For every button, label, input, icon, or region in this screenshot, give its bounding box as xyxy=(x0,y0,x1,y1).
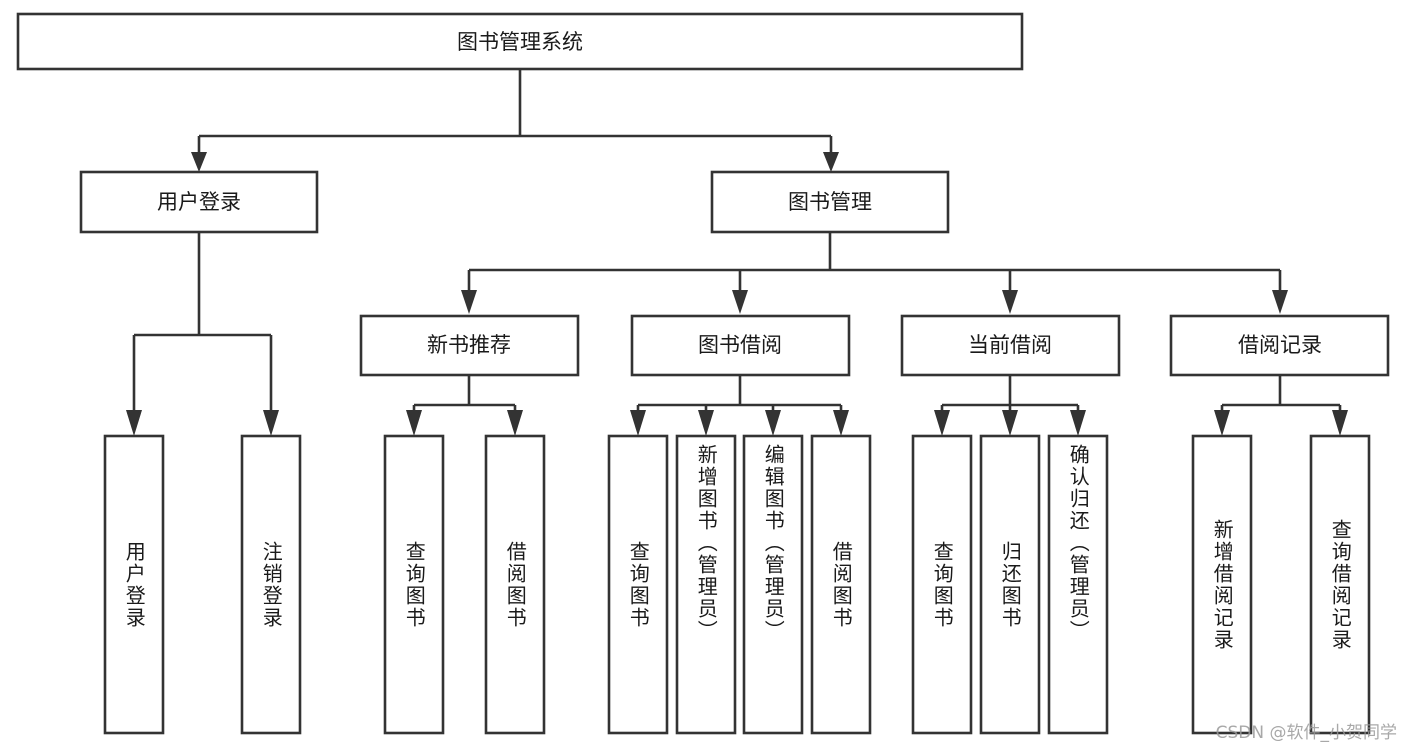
leaf-query-book-3-box[interactable] xyxy=(911,434,973,735)
borrow-record-box[interactable] xyxy=(1169,314,1390,377)
connector-book-borrow-to-leaves xyxy=(630,375,849,436)
arrow-head-new-book-recommend xyxy=(461,290,477,314)
connector-new-book-recommend-to-leaves xyxy=(406,375,523,436)
csdn-watermark: CSDN @软件_小贺同学 xyxy=(1215,723,1397,743)
leaf-borrow-book-1-box[interactable] xyxy=(484,434,546,735)
connector-root-to-level2 xyxy=(191,69,839,172)
borrow-record-label: 借阅记录 xyxy=(1238,333,1322,357)
node-book-manage[interactable]: 图书管理 xyxy=(710,170,950,234)
arrow-head-leaf-borrow-book-1 xyxy=(507,410,523,436)
book-borrow-box[interactable] xyxy=(630,314,851,377)
new-book-recommend-label: 新书推荐 xyxy=(427,333,511,357)
leaf-query-book-2-box[interactable] xyxy=(607,434,669,735)
arrow-head-book-borrow xyxy=(732,290,748,314)
connector-user-login-to-leaves xyxy=(126,232,279,436)
root-label: 图书管理系统 xyxy=(457,30,583,54)
leaf-return-book-box[interactable] xyxy=(979,434,1041,735)
arrow-head-leaf-query-book-2 xyxy=(630,410,646,436)
arrow-head-borrow-record xyxy=(1272,290,1288,314)
node-user-login[interactable]: 用户登录 xyxy=(79,170,319,234)
user-login-label: 用户登录 xyxy=(157,190,241,214)
arrow-head-current-borrow xyxy=(1002,290,1018,314)
book-manage-label: 图书管理 xyxy=(788,190,872,214)
root-box[interactable] xyxy=(16,12,1024,71)
arrow-head-leaf-query-book-3 xyxy=(934,410,950,436)
arrow-head-leaf-add-record xyxy=(1214,410,1230,436)
connector-borrow-record-to-leaves xyxy=(1214,375,1348,436)
node-root[interactable]: 图书管理系统 xyxy=(16,12,1024,71)
leaf-user-login-box[interactable] xyxy=(103,434,165,735)
book-borrow-label: 图书借阅 xyxy=(698,333,782,357)
node-book-borrow[interactable]: 图书借阅 xyxy=(630,314,851,377)
book-manage-box[interactable] xyxy=(710,170,950,234)
arrow-head-leaf-user-logout xyxy=(263,410,279,436)
arrow-head-leaf-return-book xyxy=(1002,410,1018,436)
current-borrow-label: 当前借阅 xyxy=(968,333,1052,357)
arrow-head-leaf-query-book-1 xyxy=(406,410,422,436)
leaf-add-book-box[interactable] xyxy=(675,434,737,735)
node-borrow-record[interactable]: 借阅记录 xyxy=(1169,314,1390,377)
leaf-add-record-box[interactable] xyxy=(1191,434,1253,735)
arrow-head-leaf-user-login xyxy=(126,410,142,436)
connector-book-manage-to-level3 xyxy=(461,232,1288,314)
arrow-head-user-login xyxy=(191,152,207,172)
arrow-head-book-manage xyxy=(823,152,839,172)
node-new-book-recommend[interactable]: 新书推荐 xyxy=(359,314,580,377)
leaf-query-record-box[interactable] xyxy=(1309,434,1371,735)
arrow-head-leaf-confirm-return xyxy=(1070,410,1086,436)
node-current-borrow[interactable]: 当前借阅 xyxy=(900,314,1121,377)
arrow-head-leaf-query-record xyxy=(1332,410,1348,436)
leaf-user-logout-box[interactable] xyxy=(240,434,302,735)
current-borrow-box[interactable] xyxy=(900,314,1121,377)
arrow-head-leaf-add-book xyxy=(698,410,714,436)
new-book-recommend-box[interactable] xyxy=(359,314,580,377)
leaf-borrow-book-2-box[interactable] xyxy=(810,434,872,735)
leaf-confirm-return-box[interactable] xyxy=(1047,434,1109,735)
leaf-edit-book-box[interactable] xyxy=(742,434,804,735)
arrow-head-leaf-borrow-book-2 xyxy=(833,410,849,436)
connector-current-borrow-to-leaves xyxy=(934,375,1086,436)
leaf-query-book-1-box[interactable] xyxy=(383,434,445,735)
arrow-head-leaf-edit-book xyxy=(765,410,781,436)
